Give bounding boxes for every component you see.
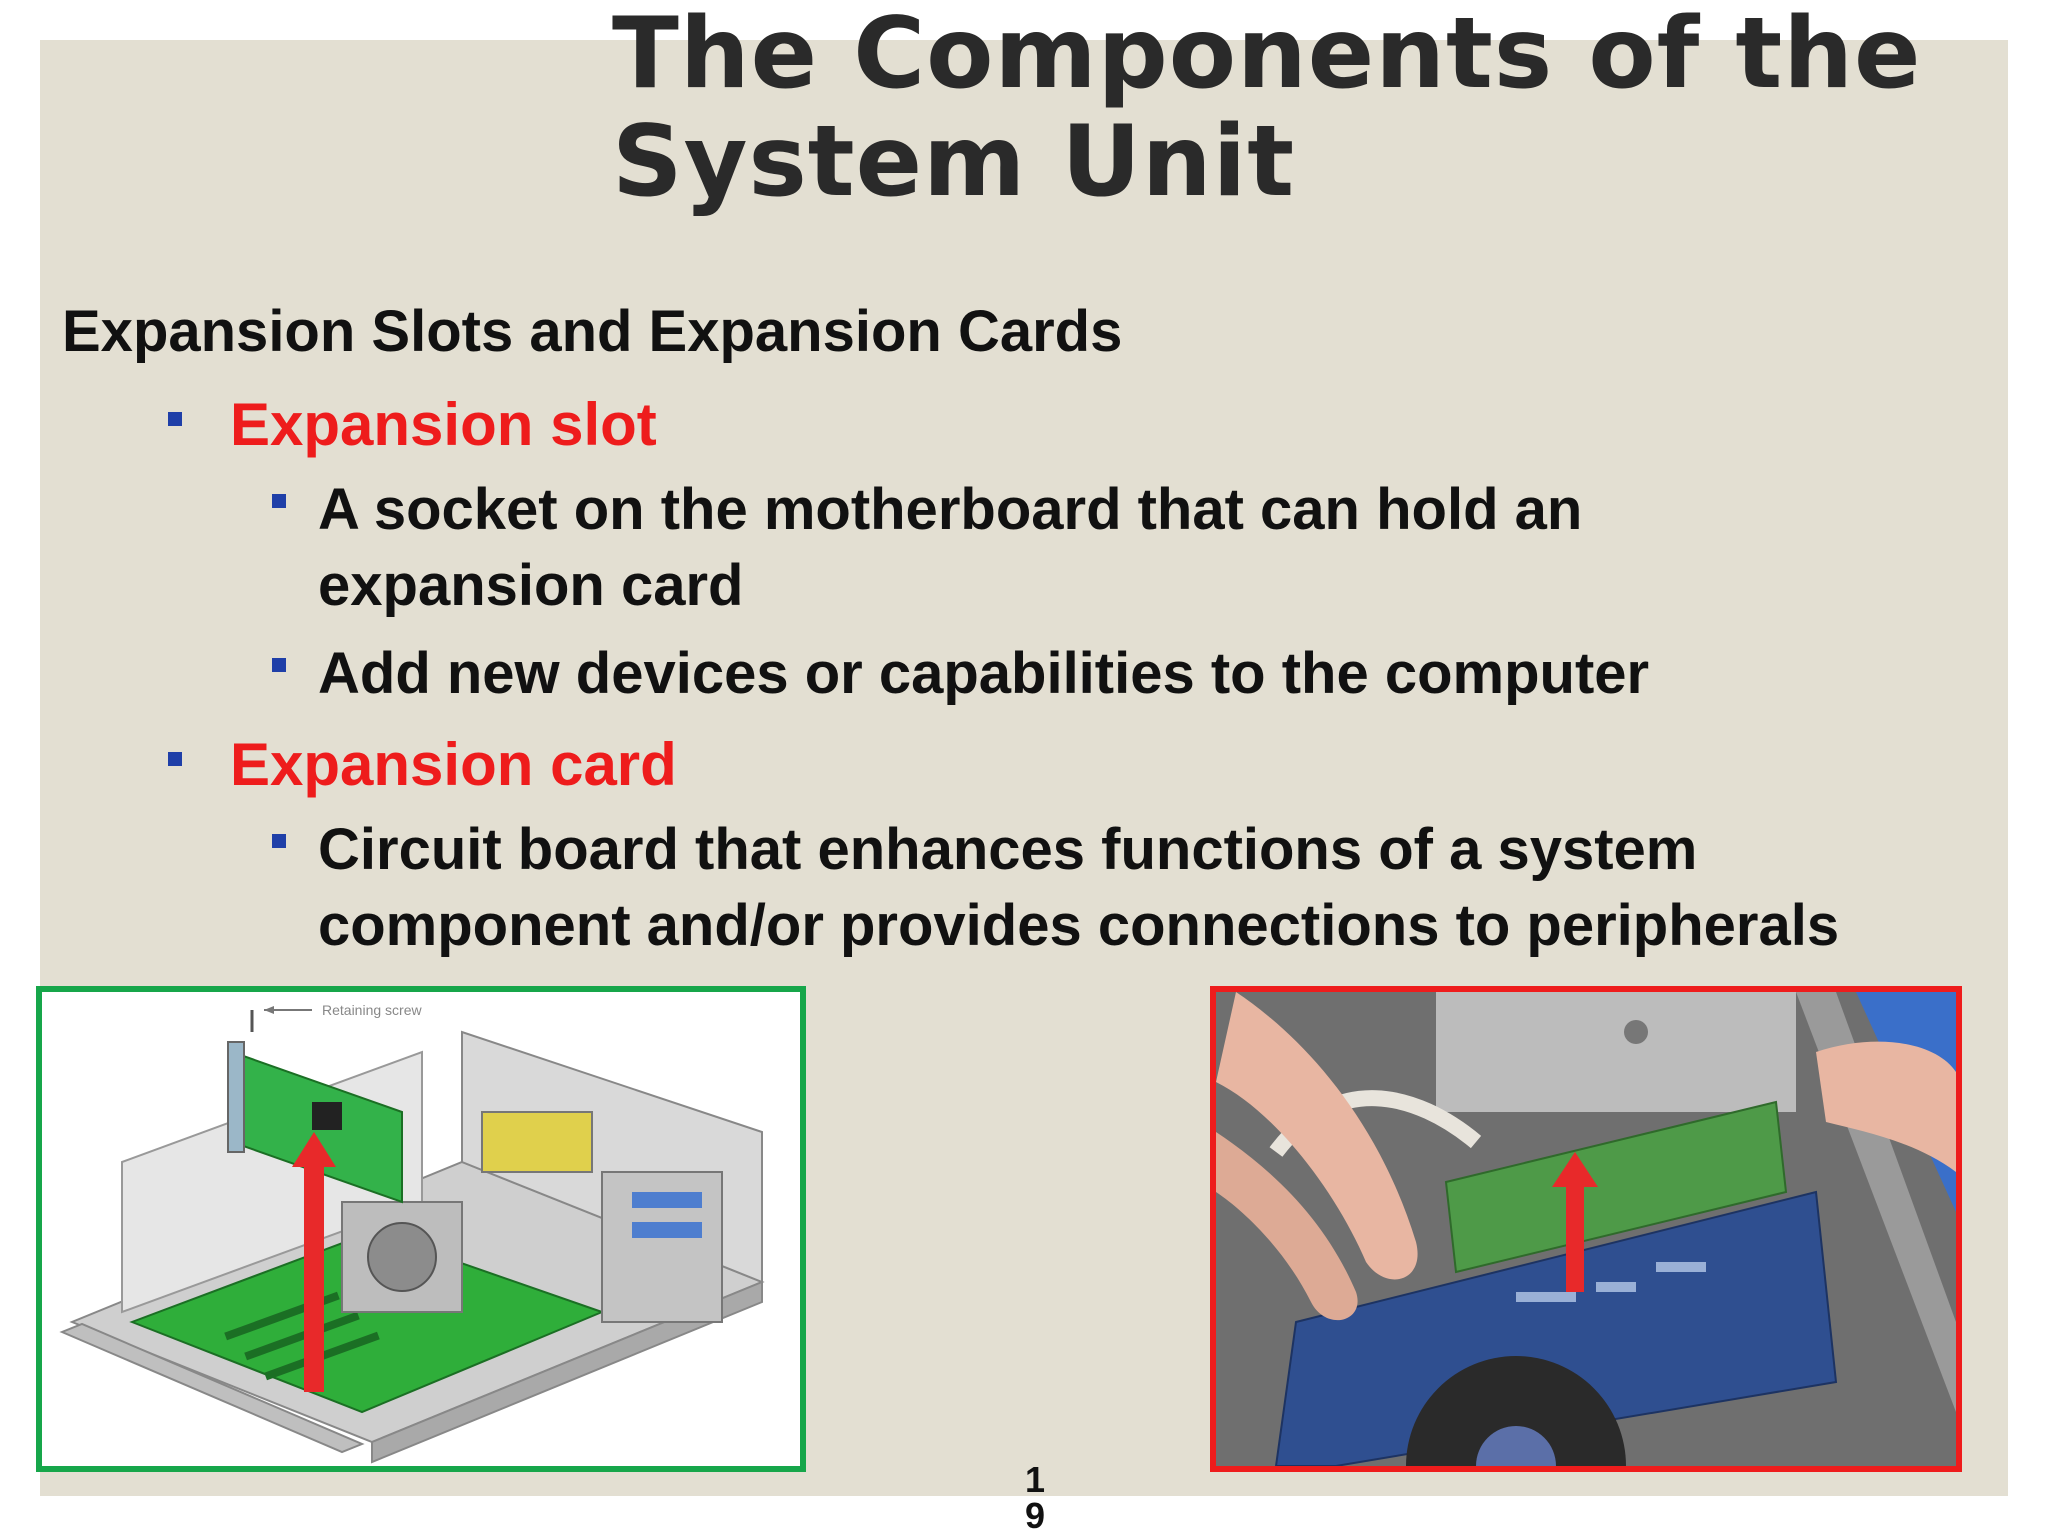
sub-bullet-line-2: expansion card: [318, 553, 744, 618]
image-inserting-expansion-card: [1210, 986, 1962, 1472]
sub-bullet-line-1: A socket on the motherboard that can hol…: [318, 477, 1583, 542]
square-bullet-icon: [272, 658, 286, 672]
square-bullet-icon: [168, 752, 182, 766]
bullet-text: Expansion slot: [230, 391, 657, 458]
card-insertion-photo: [1216, 992, 1956, 1466]
sub-bullet-line-1: Circuit board that enhances functions of…: [318, 817, 1698, 882]
page-number: 19: [1024, 1459, 1046, 1536]
slide-title-line-2: System Unit: [612, 105, 1296, 219]
square-bullet-icon: [272, 834, 286, 848]
sub-bullet-line-2: component and/or provides connections to…: [318, 893, 1840, 958]
image-system-unit-diagram: Retaining screw: [36, 986, 806, 1472]
square-bullet-icon: [168, 412, 182, 426]
computer-case-illustration: Retaining screw: [42, 992, 800, 1466]
sub-bullet-line-1: Add new devices or capabilities to the c…: [318, 641, 1650, 706]
bullet-text: Expansion card: [230, 731, 677, 798]
retaining-screw-caption: Retaining screw: [322, 1002, 422, 1018]
square-bullet-icon: [272, 494, 286, 508]
slide-title: The Components of the System Unit: [612, 0, 1922, 216]
slide-title-line-1: The Components of the: [612, 0, 1922, 111]
section-heading: Expansion Slots and Expansion Cards: [62, 299, 1123, 364]
